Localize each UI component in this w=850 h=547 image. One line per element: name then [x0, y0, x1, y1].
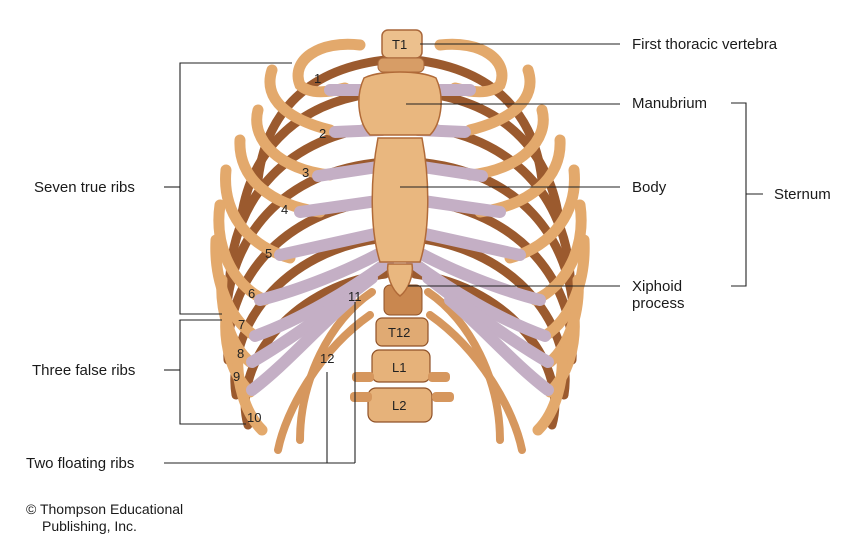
- vertebra-label-l2: L2: [392, 398, 406, 413]
- rib-number-5: 5: [265, 246, 272, 261]
- vertebra-label-t12: T12: [388, 325, 410, 340]
- label-first-thoracic-vertebra: First thoracic vertebra: [632, 36, 778, 53]
- copyright-notice: © Thompson Educational Publishing, Inc.: [26, 501, 183, 535]
- rib-number-4: 4: [281, 202, 288, 217]
- label-xiphoid-line2: process: [632, 295, 685, 312]
- vertebra-label-l1: L1: [392, 360, 406, 375]
- rib-number-9: 9: [233, 369, 240, 384]
- label-sternum: Sternum: [774, 186, 831, 203]
- rib-number-2: 2: [319, 126, 326, 141]
- rib-number-3: 3: [302, 165, 309, 180]
- label-body: Body: [632, 179, 667, 196]
- label-two-floating-ribs: Two floating ribs: [26, 455, 134, 472]
- rib-number-7: 7: [238, 317, 245, 332]
- vertebra-label-t1: T1: [392, 37, 407, 52]
- rib-number-8: 8: [237, 346, 244, 361]
- rib-number-1: 1: [314, 71, 321, 86]
- label-xiphoid-line1: Xiphoid: [632, 278, 682, 295]
- rib-number-12: 12: [320, 351, 334, 366]
- rib-number-11: 11: [348, 289, 362, 304]
- label-three-false-ribs: Three false ribs: [32, 362, 135, 379]
- rib-number-6: 6: [248, 286, 255, 301]
- label-seven-true-ribs: Seven true ribs: [34, 179, 135, 196]
- rib-number-10: 10: [247, 410, 261, 425]
- copyright-line-2: Publishing, Inc.: [26, 518, 183, 535]
- copyright-line-1: © Thompson Educational: [26, 501, 183, 518]
- label-manubrium: Manubrium: [632, 95, 707, 112]
